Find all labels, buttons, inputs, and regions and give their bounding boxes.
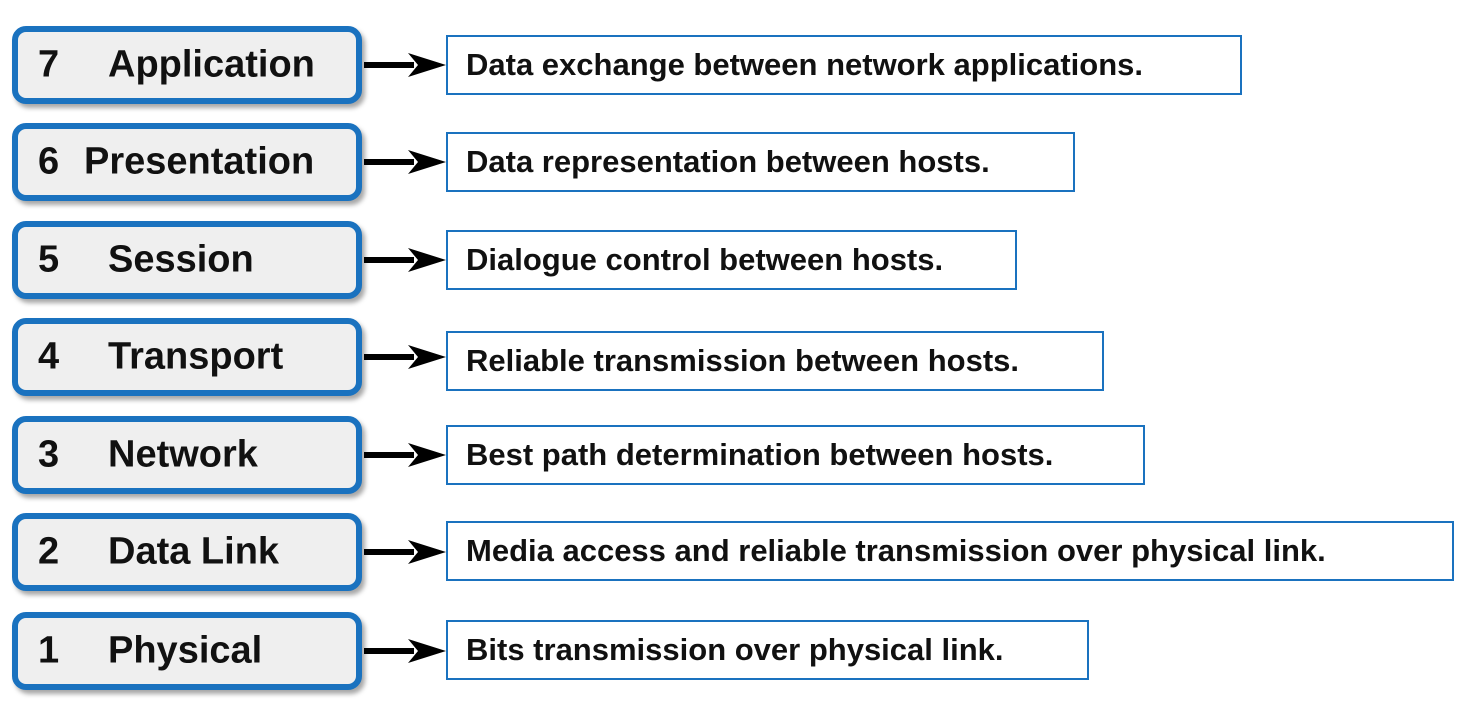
layer-name: Network xyxy=(108,433,258,476)
layer-4-description: Reliable transmission between hosts. xyxy=(446,331,1104,391)
layer-1-description: Bits transmission over physical link. xyxy=(446,620,1089,680)
layer-number: 3 xyxy=(38,433,60,476)
arrow-right-icon xyxy=(364,53,446,77)
layer-name: Transport xyxy=(108,335,284,378)
layer-2-description: Media access and reliable transmission o… xyxy=(446,521,1454,581)
layer-3-box: 3 Network xyxy=(12,416,362,494)
layer-name: Application xyxy=(108,43,315,86)
layer-name: Presentation xyxy=(84,140,315,183)
layer-number: 4 xyxy=(38,335,60,378)
arrow-right-icon xyxy=(364,345,446,369)
layer-name: Physical xyxy=(108,629,263,672)
layer-number: 6 xyxy=(38,140,60,183)
layer-name: Data Link xyxy=(108,530,280,573)
arrow-right-icon xyxy=(364,150,446,174)
layer-name: Session xyxy=(108,238,254,281)
layer-7-description: Data exchange between network applicatio… xyxy=(446,35,1242,95)
layer-number: 7 xyxy=(38,43,60,86)
layer-4-box: 4 Transport xyxy=(12,318,362,396)
arrow-right-icon xyxy=(364,248,446,272)
layer-6-box: 6 Presentation xyxy=(12,123,362,201)
layer-2-box: 2 Data Link xyxy=(12,513,362,591)
layer-3-description: Best path determination between hosts. xyxy=(446,425,1145,485)
layer-5-box: 5 Session xyxy=(12,221,362,299)
layer-1-box: 1 Physical xyxy=(12,612,362,690)
layer-number: 5 xyxy=(38,238,60,281)
layer-5-description: Dialogue control between hosts. xyxy=(446,230,1017,290)
arrow-right-icon xyxy=(364,639,446,663)
layer-number: 1 xyxy=(38,629,60,672)
layer-7-box: 7 Application xyxy=(12,26,362,104)
arrow-right-icon xyxy=(364,540,446,564)
arrow-right-icon xyxy=(364,443,446,467)
layer-number: 2 xyxy=(38,530,60,573)
layer-6-description: Data representation between hosts. xyxy=(446,132,1075,192)
